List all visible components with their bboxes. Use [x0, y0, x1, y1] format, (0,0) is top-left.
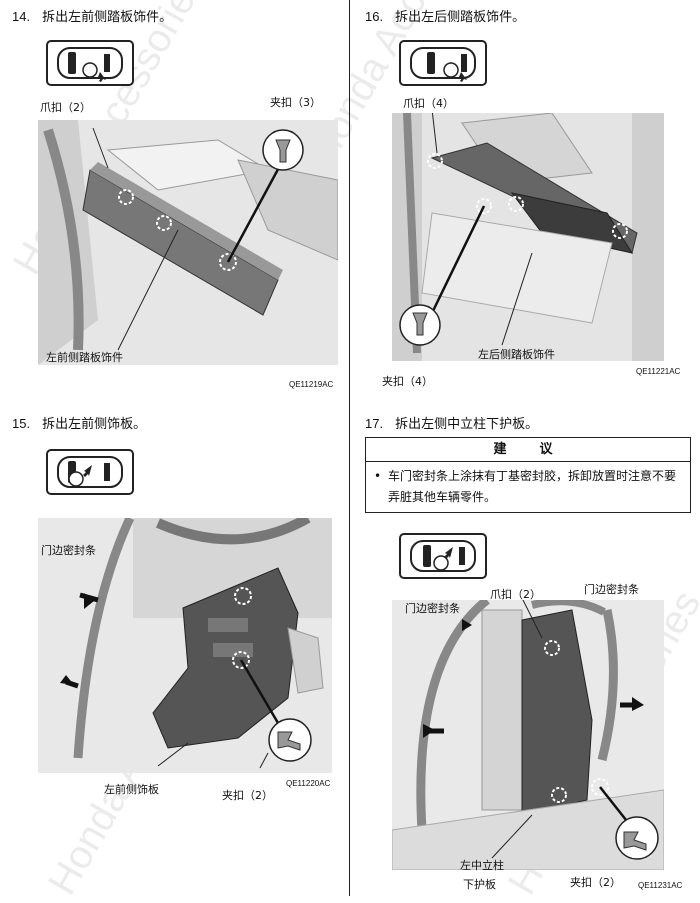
step-15-illustration — [38, 518, 332, 773]
step-16-title: 16.拆出左后侧踏板饰件。 — [365, 9, 526, 25]
clip-label: 夹扣（4） — [382, 375, 433, 388]
clip-label: 夹扣（2） — [570, 876, 621, 889]
claw-clip-label: 爪扣（4） — [403, 97, 454, 110]
car-position-icon — [399, 40, 487, 86]
part-label-line1: 左中立柱 — [460, 859, 504, 872]
part-label: 左前侧踏板饰件 — [46, 351, 123, 364]
step-14-title: 14.拆出左前侧踏板饰件。 — [12, 9, 173, 25]
figure-code: QE11221AC — [636, 367, 681, 376]
clip-label: 夹扣（2） — [222, 789, 273, 802]
column-divider — [349, 0, 350, 896]
step-17-title: 17.拆出左侧中立柱下护板。 — [365, 416, 539, 432]
step-15-title: 15.拆出左前侧饰板。 — [12, 416, 147, 432]
door-seal-right-label: 门边密封条 — [584, 583, 639, 596]
step-16-illustration — [392, 113, 664, 361]
car-position-icon — [399, 533, 487, 579]
part-label: 左前侧饰板 — [104, 783, 159, 796]
part-label: 左后侧踏板饰件 — [478, 348, 555, 361]
figure-code: QE11231AC — [638, 881, 683, 890]
advice-title: 建 议 — [366, 438, 690, 462]
clip-label: 夹扣（3） — [270, 96, 321, 109]
advice-text: 车门密封条上涂抹有丁基密封胶，拆卸放置时注意不要弄脏其他车辆零件。 — [388, 469, 677, 504]
car-position-icon — [46, 449, 134, 495]
claw-clip-label: 爪扣（2） — [490, 588, 541, 601]
car-position-icon — [46, 40, 134, 86]
door-seal-left-label: 门边密封条 — [405, 602, 460, 615]
step-14-illustration — [38, 120, 338, 365]
bullet: • — [374, 469, 382, 483]
advice-box: 建 议 • 车门密封条上涂抹有丁基密封胶，拆卸放置时注意不要弄脏其他车辆零件。 — [365, 437, 691, 513]
figure-code: QE11220AC — [286, 779, 331, 788]
step-17-illustration — [392, 600, 664, 870]
part-label-line2: 下护板 — [463, 878, 496, 891]
claw-clip-label: 爪扣（2） — [40, 101, 91, 114]
figure-code: QE11219AC — [289, 380, 334, 389]
door-seal-label: 门边密封条 — [41, 544, 96, 557]
